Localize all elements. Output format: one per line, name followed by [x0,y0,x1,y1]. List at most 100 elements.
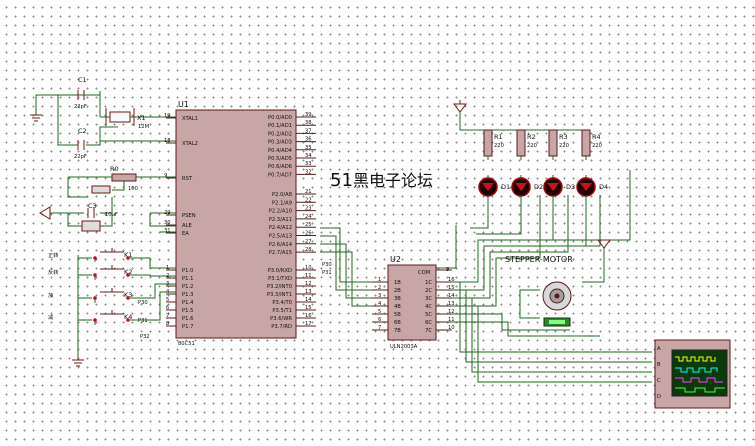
r0-ref: R0 [110,165,119,173]
u2-pin-name: 4C [425,304,432,310]
u1-pin-num: 30 [164,220,171,226]
u1-pin-num: 4 [166,289,170,295]
u2-pin-num: 13 [448,301,455,307]
push-button-icon [93,288,130,300]
u1-pin-num: 11 [305,273,312,279]
u1-pin-num: 36 [305,137,312,143]
u1-pin-num: 22 [305,197,312,203]
resistor-ref: R1 [494,133,503,141]
u1-body [175,109,297,339]
x1-ref: X1 [137,114,146,122]
resistor-ref: R2 [527,133,536,141]
key-label: 反转 [48,268,58,276]
u1-pin-name: P0.1/AD1 [268,123,292,129]
u1-pin-name: P3.1/TXD [268,276,292,282]
u1-pin-num: 21 [305,189,312,195]
u1-pin-name: ALE [182,223,192,229]
u1-pin-num: 29 [164,210,171,216]
u1-pin-name: P0.7/AD7 [268,172,292,178]
ground-icon [72,359,84,367]
stepper-motor-icon [542,281,572,327]
u2-part: ULN2003A [390,344,418,350]
u1-pin-name: P3.6/WR [270,316,292,322]
u1-pin-num: 10 [305,265,312,271]
u1-pin-num: 7 [166,313,169,319]
u1-pin-name: P2.0/A8 [272,192,292,198]
u1-pin-name: P3.0/RXD [268,268,292,274]
oscilloscope-icon [654,339,731,409]
u2-com: COM [418,270,430,276]
r0-value: 100 [128,186,138,192]
net-label: P30 [322,262,332,268]
u2-pin-num: 11 [448,317,455,323]
u2-pin-num: 14 [448,293,455,299]
resistor-value: 220 [494,143,504,149]
u1-pin-num: 1 [166,265,169,271]
led-ref: D4 [599,183,608,191]
u1-pin-name: P1.0 [182,268,193,274]
power-arrow-icon [597,239,611,249]
key-ref: K2 [124,268,132,276]
power-arrow-icon [39,206,51,220]
key-label: 正转 [48,251,58,259]
scope-channel: D [657,394,661,400]
u1-pin-name: P1.3 [182,292,193,298]
u1-pin-name: P3.4/T0 [272,300,292,306]
u2-ref: U2 [390,255,401,264]
u2-pin-num: 15 [448,285,455,291]
resistor-value: 220 [559,143,569,149]
u1-pin-name: P3.5/T1 [272,308,292,314]
u1-pin-name: P3.2/INT0 [267,284,292,290]
watermark-number: 51 [330,170,353,191]
u1-pin-name: P2.7/A15 [269,250,292,256]
u2-pin-name: 4B [394,304,401,310]
u1-pin-num: 3 [166,281,169,287]
u2-pin-num: 3 [378,293,381,299]
u1-pin-name: RST [182,176,193,182]
u1-pin-num: 2 [166,273,169,279]
u2-pin-name: 5B [394,312,401,318]
scope-channel: B [657,362,661,368]
u2-pin-name: 6C [425,320,432,326]
scope-channel: C [657,378,661,384]
resistor-value: 220 [592,143,602,149]
u1-pin-name: P0.6/AD6 [268,164,292,170]
u2-pin-num: 16 [448,277,455,283]
u2-pin-name: 6B [394,320,401,326]
key-label: 减 [48,313,54,321]
c1-ref: C1 [78,76,87,84]
u1-pin-num: 6 [166,305,169,311]
key-ref: K1 [124,251,132,259]
c1-value: 22pF [74,104,87,110]
u1-pin-num: 5 [166,297,169,303]
ground-icon [30,114,42,122]
c2-value: 22pF [74,154,87,160]
u2-pin-num: 2 [378,285,381,291]
u1-pin-num: 39 [305,112,312,118]
u1-pin-name: P2.2/A10 [269,209,292,215]
u1-pin-num: 18 [164,138,171,144]
u1-pin-name: P3.7/RD [271,324,292,330]
u1-pin-name: P2.5/A13 [269,234,292,240]
u1-pin-name: P1.2 [182,284,193,290]
power-arrow-icon [453,100,467,113]
u1-pin-num: 15 [305,305,312,311]
u1-pin-num: 14 [305,297,312,303]
led-ref: D1 [501,183,510,191]
u2-body [387,264,437,341]
u1-pin-name: P2.3/A11 [269,217,292,223]
net-label: P32 [140,334,150,340]
u1-pin-num: 35 [305,145,312,151]
net-label: P30 [138,300,148,306]
key-ref: K4 [124,313,132,321]
u1-pin-num: 8 [166,321,169,327]
key-label: 加 [48,291,53,299]
u1-pin-num: 25 [305,222,312,228]
scope-channel: A [657,346,661,352]
static-symbols [30,90,611,367]
u1-pin-name: XTAL2 [182,141,198,147]
u2-pin-name: 1C [425,280,432,286]
u1-pin-num: 9 [164,173,167,179]
